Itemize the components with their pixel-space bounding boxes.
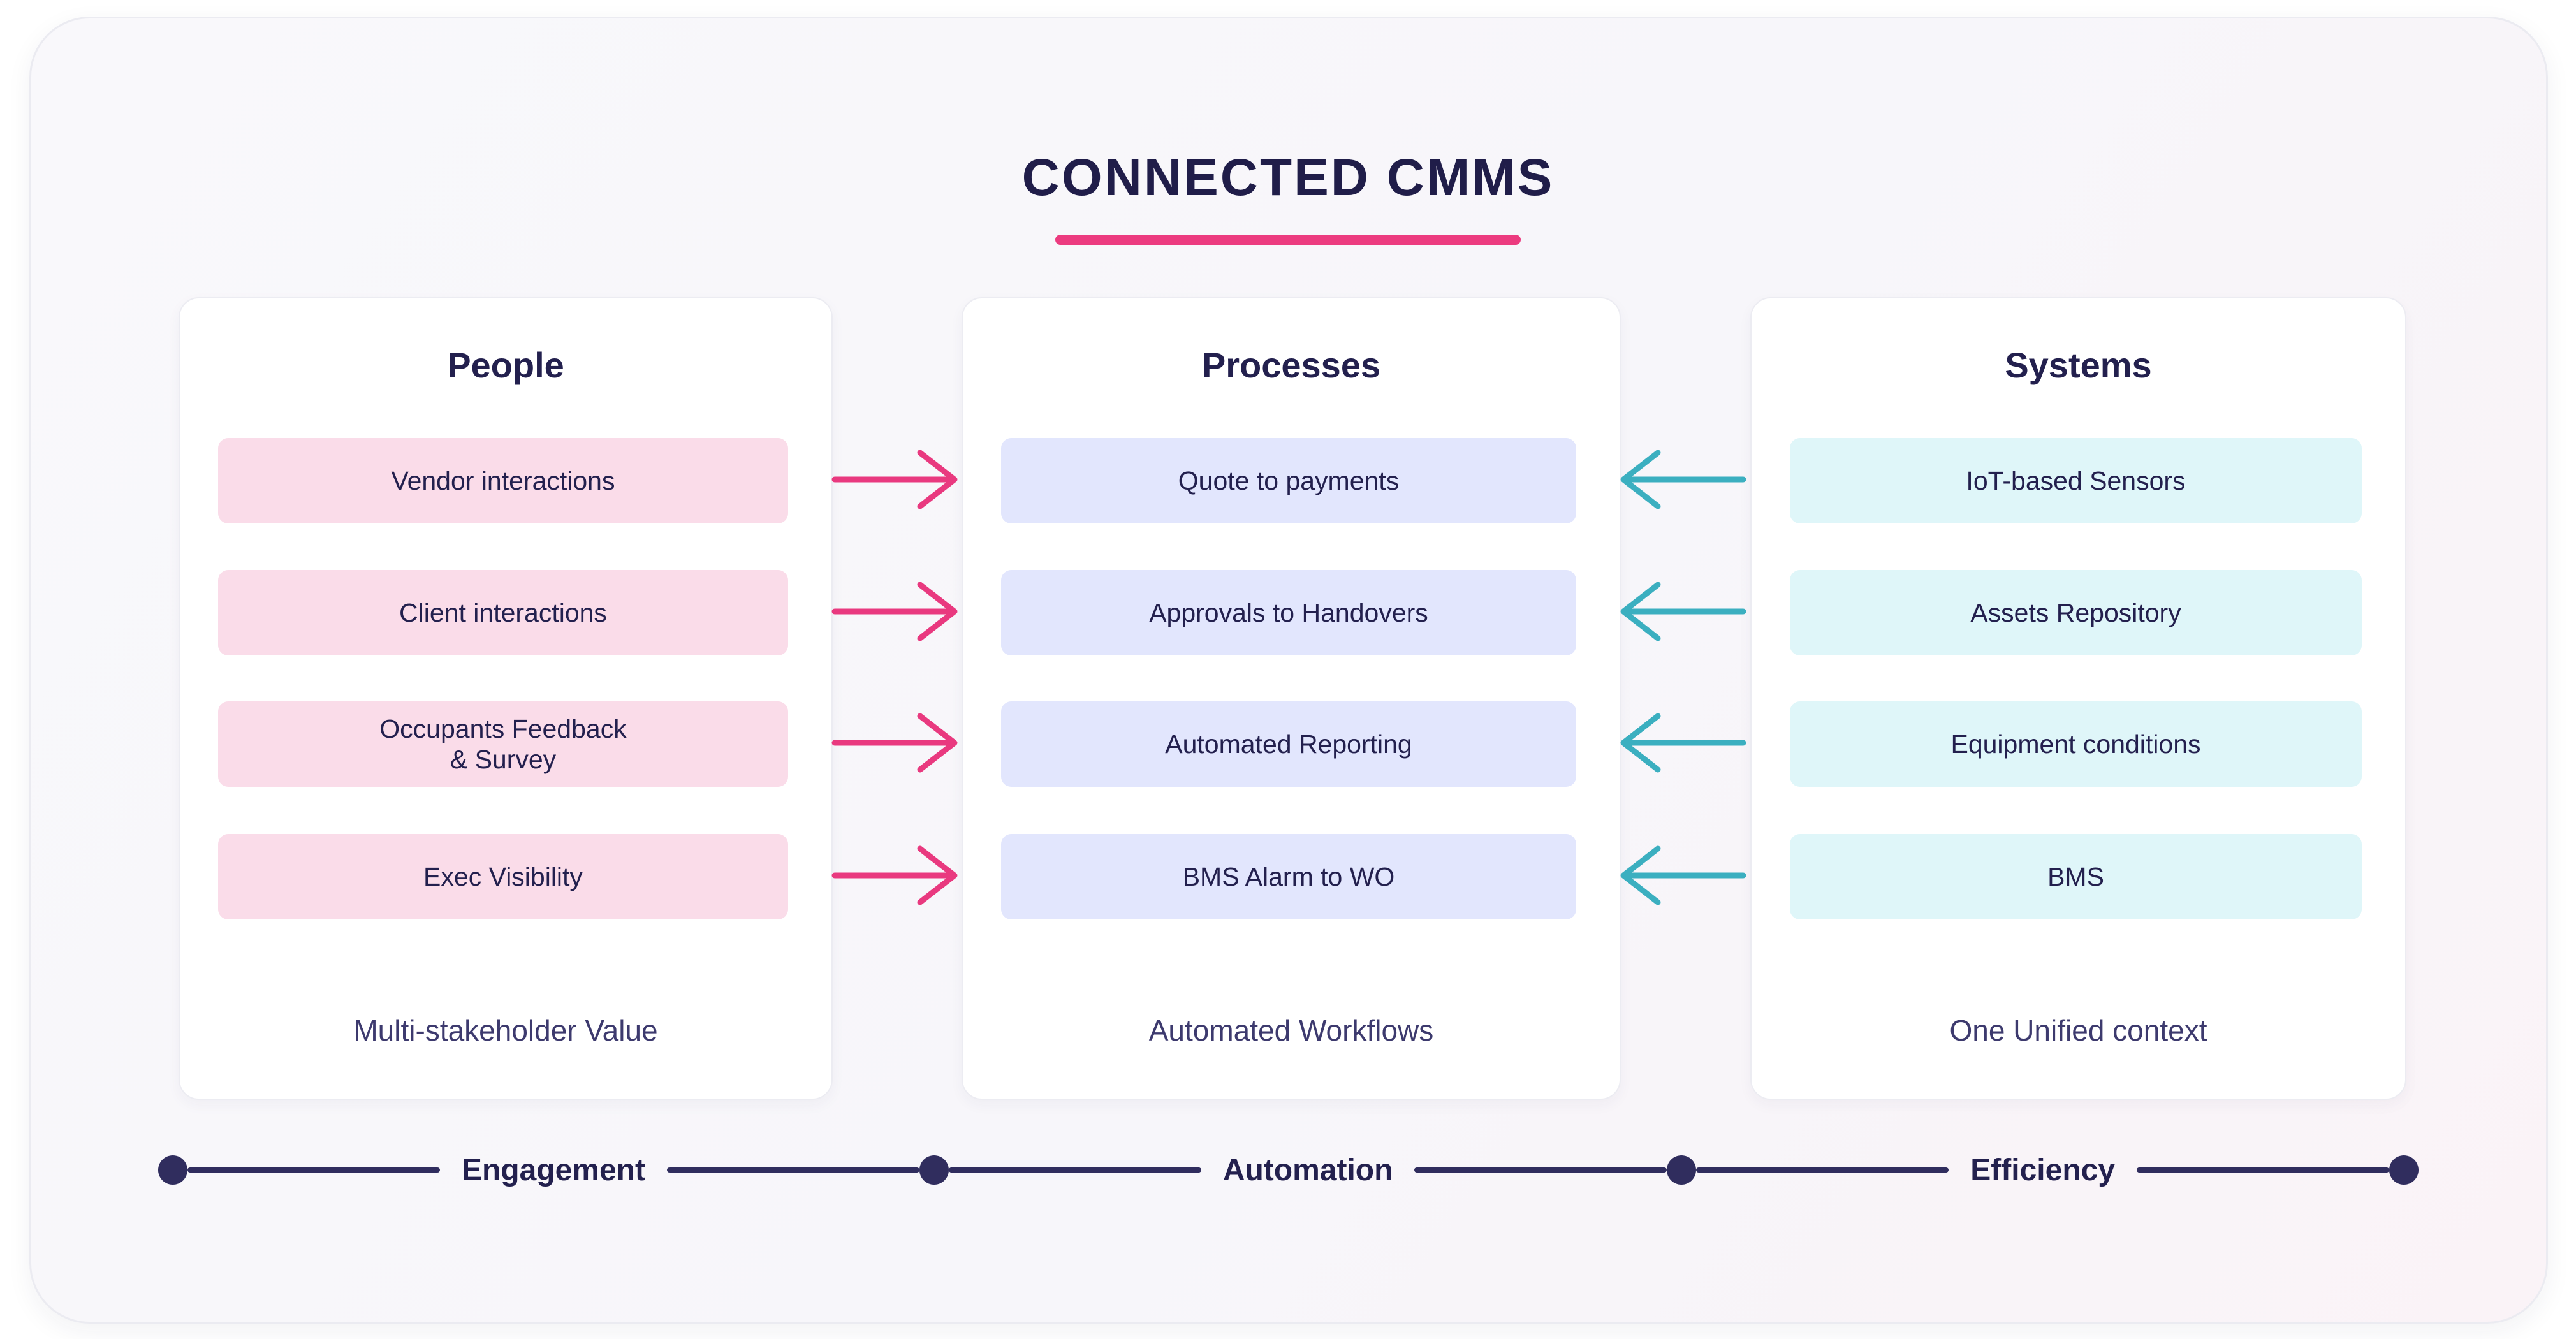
timeline-label: Automation: [1222, 1153, 1393, 1187]
card-item: Client interactions: [218, 570, 788, 655]
flow-arrow-left-icon: [1618, 435, 1747, 524]
item-line: BMS Alarm to WO: [1182, 862, 1395, 891]
item-line: Exec Visibility: [423, 862, 583, 891]
card-header: Processes: [1201, 345, 1381, 385]
card-item: Vendor interactions: [218, 438, 788, 523]
timeline-segment: [2137, 1167, 2389, 1173]
timeline-segment: [666, 1167, 919, 1173]
timeline-dot: [2389, 1155, 2419, 1185]
item-line: Approvals to Handovers: [1149, 598, 1428, 627]
card-item: BMS Alarm to WO: [1001, 834, 1576, 919]
card-footer: Automated Workflows: [1148, 1014, 1434, 1047]
item-line: IoT-based Sensors: [1966, 466, 2186, 495]
card-header: People: [447, 345, 564, 385]
flow-arrow-left-icon: [1618, 698, 1747, 787]
item-line: Vendor interactions: [391, 466, 615, 495]
card-people: People Vendor interactions Client intera…: [179, 297, 833, 1100]
flow-arrow-right-icon: [831, 567, 960, 656]
item-line: Assets Repository: [1970, 598, 2181, 627]
flow-arrow-right-icon: [831, 698, 960, 787]
card-item: Assets Repository: [1790, 570, 2362, 655]
card-systems: Systems IoT-based Sensors Assets Reposit…: [1750, 297, 2406, 1100]
card-footer: One Unified context: [1949, 1014, 2207, 1047]
flow-arrow-right-icon: [831, 435, 960, 524]
flow-arrow-left-icon: [1618, 831, 1747, 920]
card-item: Occupants Feedback& Survey: [218, 701, 788, 787]
timeline: Engagement Automation Efficiency: [158, 1148, 2419, 1192]
item-line: Equipment conditions: [1950, 729, 2201, 759]
timeline-segment: [1414, 1167, 1667, 1173]
flow-arrow-right-icon: [831, 831, 960, 920]
card-item: Automated Reporting: [1001, 701, 1576, 787]
card-item: Equipment conditions: [1790, 701, 2362, 787]
card-item: Quote to payments: [1001, 438, 1576, 523]
card-item: Exec Visibility: [218, 834, 788, 919]
title-underline: [1055, 235, 1521, 245]
timeline-dot: [1667, 1155, 1697, 1185]
timeline-segment: [1696, 1167, 1949, 1173]
card-processes: Processes Quote to payments Approvals to…: [962, 297, 1621, 1100]
card-item: IoT-based Sensors: [1790, 438, 2362, 523]
timeline-segment: [187, 1167, 440, 1173]
card-header: Systems: [2005, 345, 2152, 385]
flow-arrow-left-icon: [1618, 567, 1747, 656]
timeline-label: Engagement: [461, 1153, 645, 1187]
item-line: BMS: [2047, 862, 2104, 891]
item-line: Quote to payments: [1178, 466, 1400, 495]
item-line: Occupants Feedback: [379, 714, 627, 743]
page-title: CONNECTED CMMS: [1021, 149, 1555, 207]
card-item: Approvals to Handovers: [1001, 570, 1576, 655]
item-line: Automated Reporting: [1165, 729, 1412, 759]
timeline-dot: [158, 1155, 187, 1185]
timeline-label: Efficiency: [1970, 1153, 2116, 1187]
card-item: BMS: [1790, 834, 2362, 919]
item-line: & Survey: [450, 745, 557, 774]
card-footer: Multi-stakeholder Value: [353, 1014, 658, 1047]
timeline-segment: [948, 1167, 1201, 1173]
timeline-dot: [919, 1155, 949, 1185]
item-line: Client interactions: [399, 598, 607, 627]
